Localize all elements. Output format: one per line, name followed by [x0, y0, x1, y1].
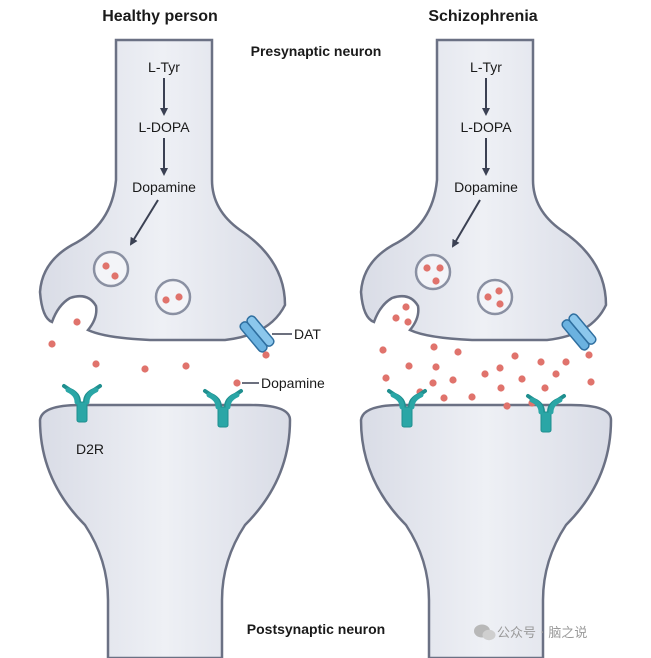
wechat-icon: [474, 624, 496, 641]
postsynaptic-neuron-left: [38, 403, 292, 658]
vesicle: [476, 278, 514, 316]
d2r-label: D2R: [76, 441, 104, 457]
pathway-arrow: [451, 199, 481, 248]
vesicle: [154, 278, 192, 316]
pathway-step-3-left: Dopamine: [132, 179, 196, 195]
presynaptic-label: Presynaptic neuron: [251, 43, 382, 59]
dat-label: DAT: [294, 326, 321, 342]
pathway-step-2-left: L-DOPA: [138, 119, 190, 135]
vesicle: [92, 250, 130, 288]
vesicle: [414, 253, 452, 291]
pathway-step-1-right: L-Tyr: [470, 59, 502, 75]
exocytosis-dopamine: [392, 303, 412, 326]
pathway-step-1-left: L-Tyr: [148, 59, 180, 75]
watermark-text: 公众号 · 脑之说: [497, 626, 587, 641]
postsynaptic-neuron-right: [359, 403, 613, 658]
dopamine-molecule: [73, 318, 81, 326]
pathway-arrow: [129, 199, 159, 246]
synaptic-dopamine-left: [48, 340, 270, 387]
watermark: 公众号 · 脑之说: [474, 624, 587, 641]
healthy-synapse: L-Tyr L-DOPA Dopamine DAT Dopamine D2R: [38, 38, 325, 658]
schizophrenia-synapse: L-Tyr L-DOPA Dopamine: [359, 38, 613, 658]
pathway-step-2-right: L-DOPA: [460, 119, 512, 135]
dopamine-label: Dopamine: [261, 375, 325, 391]
title-schizophrenia: Schizophrenia: [428, 8, 537, 25]
pathway-step-3-right: Dopamine: [454, 179, 518, 195]
title-healthy: Healthy person: [102, 8, 218, 25]
postsynaptic-label: Postsynaptic neuron: [247, 621, 385, 637]
